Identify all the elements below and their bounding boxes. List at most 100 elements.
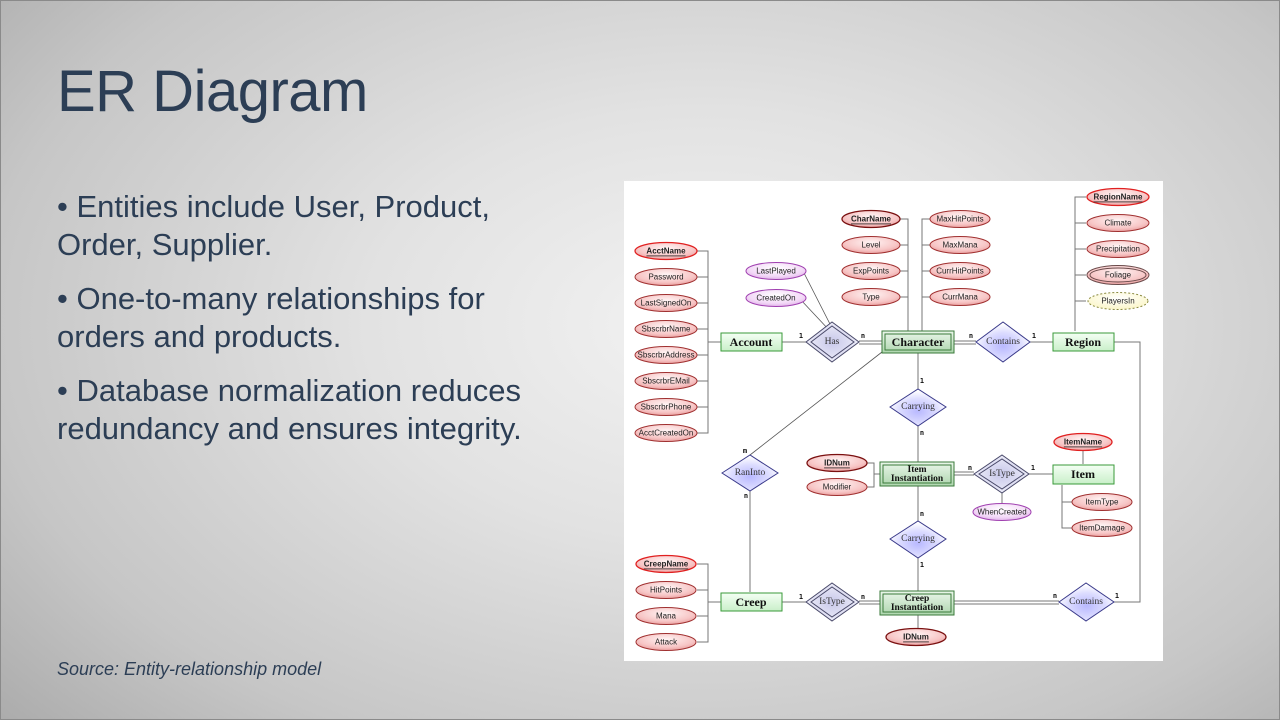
attribute-mana [635, 607, 697, 625]
attribute-currhitpoints [929, 262, 991, 280]
bullet-list: • Entities include User, Product, Order,… [57, 188, 577, 464]
attribute-sbscrbraddress [634, 346, 698, 364]
entity-creep-instantiation [879, 590, 955, 616]
attribute-playersin [1087, 292, 1149, 310]
attribute-hitpoints-label: HitPoints [650, 586, 682, 595]
cardinality-creep-istype: 1 [799, 593, 803, 601]
attribute-sbscrbraddress-label: SbscrbrAddress [638, 351, 695, 360]
attribute-acctcreatedon [634, 424, 698, 442]
cardinality-raninto-bottom: n [744, 492, 748, 500]
attribute-exppoints [841, 262, 901, 280]
attribute-currhitpoints-label: CurrHitPoints [936, 267, 984, 276]
slide-title: ER Diagram [57, 59, 368, 124]
attribute-sbscrbrname-label: SbscrbrName [642, 325, 691, 334]
attribute-lastplayed-label: LastPlayed [756, 267, 796, 276]
er-diagram: AcctName Password LastSignedOn SbscrbrNa… [624, 181, 1163, 661]
attribute-creep-idnum-label: IDNum [903, 633, 929, 642]
attribute-precipitation [1086, 240, 1150, 258]
attribute-itemname [1053, 432, 1113, 452]
attribute-charname-label: CharName [851, 215, 892, 224]
cardinality-contains-bottom-right: 1 [1115, 592, 1119, 600]
entity-region [1052, 332, 1115, 352]
cardinality-contains-region: 1 [1032, 332, 1036, 340]
entity-character [881, 330, 955, 354]
cardinality-character-contains: n [969, 332, 973, 340]
cardinality-raninto-top: m [743, 447, 747, 455]
entities: Account Character Region Item Instantiat… [720, 330, 1115, 616]
relationship-istype-creep [805, 582, 860, 622]
attribute-whencreated [972, 503, 1032, 521]
attribute-regionname-label: RegionName [1094, 193, 1143, 202]
attribute-foliage-outer [1086, 265, 1150, 285]
entity-item [1052, 464, 1115, 485]
attribute-level-label: Level [861, 241, 880, 250]
attribute-lastplayed [745, 262, 807, 280]
cardinality-labels: 1 n n 1 1 n m n n 1 n 1 1 n n 1 [743, 332, 1119, 601]
attribute-item-idnum [806, 453, 868, 473]
entity-account-label: Account [730, 335, 773, 349]
attribute-hitpoints [635, 581, 697, 599]
attribute-acctname [634, 241, 698, 261]
relationship-has-label: Has [825, 337, 840, 347]
attribute-lastsignedon-label: LastSignedOn [641, 299, 692, 308]
attribute-climate-label: Climate [1104, 219, 1132, 228]
attribute-modifier [806, 478, 868, 496]
er-diagram-canvas: AcctName Password LastSignedOn SbscrbrNa… [634, 187, 1150, 651]
bullet-normalization: • Database normalization reduces redunda… [57, 373, 522, 446]
attribute-modifier-label: Modifier [823, 483, 852, 492]
attribute-maxhitpoints [929, 210, 991, 228]
cardinality-account-has: 1 [799, 332, 803, 340]
attribute-type-label: Type [862, 293, 880, 302]
character-attributes: CharName Level ExpPoints Type MaxHitPoin… [841, 209, 991, 306]
attribute-acctname-label: AcctName [646, 247, 686, 256]
entity-character-label: Character [892, 335, 945, 349]
entity-creep-instantiation-inner [882, 593, 952, 613]
attribute-lastsignedon [634, 294, 698, 312]
bullet-entities: • Entities include User, Product, Order,… [57, 189, 491, 262]
relationship-raninto-label: RanInto [735, 468, 766, 478]
entity-item-instantiation-label-line1: Item [908, 465, 927, 475]
attribute-precipitation-label: Precipitation [1096, 245, 1140, 254]
attribute-maxhitpoints-label: MaxHitPoints [936, 215, 983, 224]
attribute-password [634, 268, 698, 286]
attribute-attack-label: Attack [655, 638, 678, 647]
attribute-currmana [929, 288, 991, 306]
entity-creep-instantiation-label-line2: Instantiation [891, 603, 944, 613]
relationship-carrying-bottom [889, 520, 947, 559]
attribute-item-idnum-label: IDNum [824, 459, 850, 468]
has-attributes: LastPlayed CreatedOn [745, 262, 807, 307]
attribute-itemtype-label: ItemType [1086, 498, 1119, 507]
relationship-raninto [721, 454, 779, 492]
attribute-climate [1086, 214, 1150, 232]
attribute-foliage [1089, 267, 1147, 283]
entity-item-instantiation [879, 461, 955, 487]
attribute-regionname [1086, 187, 1150, 207]
entity-creep-label: Creep [735, 595, 766, 609]
relationship-carrying-top [889, 388, 947, 427]
attribute-exppoints-label: ExpPoints [853, 267, 889, 276]
relationship-contains-top-label: Contains [986, 337, 1020, 347]
relationship-istype-item [973, 454, 1030, 494]
attribute-attack [635, 633, 697, 651]
attribute-itemdamage-label: ItemDamage [1079, 524, 1125, 533]
attribute-foliage-label: Foliage [1105, 271, 1132, 280]
relationship-istype-item-label: IsType [989, 469, 1015, 479]
attribute-level [841, 236, 901, 254]
relationship-has [805, 321, 860, 363]
attribute-createdon-label: CreatedOn [756, 294, 795, 303]
cardinality-iteminst-carrying: n [920, 510, 924, 518]
attribute-type [841, 288, 901, 306]
entity-creep [720, 592, 783, 612]
attribute-acctcreatedon-label: AcctCreatedOn [639, 429, 694, 438]
cardinality-contains-bottom-left: n [1053, 592, 1057, 600]
relationship-carrying-bottom-label: Carrying [901, 534, 935, 544]
attribute-creep-idnum [885, 627, 947, 647]
attribute-itemname-label: ItemName [1064, 438, 1103, 447]
attribute-createdon [745, 289, 807, 307]
cardinality-has-character: n [861, 332, 865, 340]
entity-account [720, 332, 783, 352]
attribute-creepname-label: CreepName [644, 560, 689, 569]
entity-item-instantiation-inner [882, 464, 952, 484]
bullet-relationships: • One-to-many relationships for orders a… [57, 281, 485, 354]
entity-region-label: Region [1065, 335, 1101, 349]
